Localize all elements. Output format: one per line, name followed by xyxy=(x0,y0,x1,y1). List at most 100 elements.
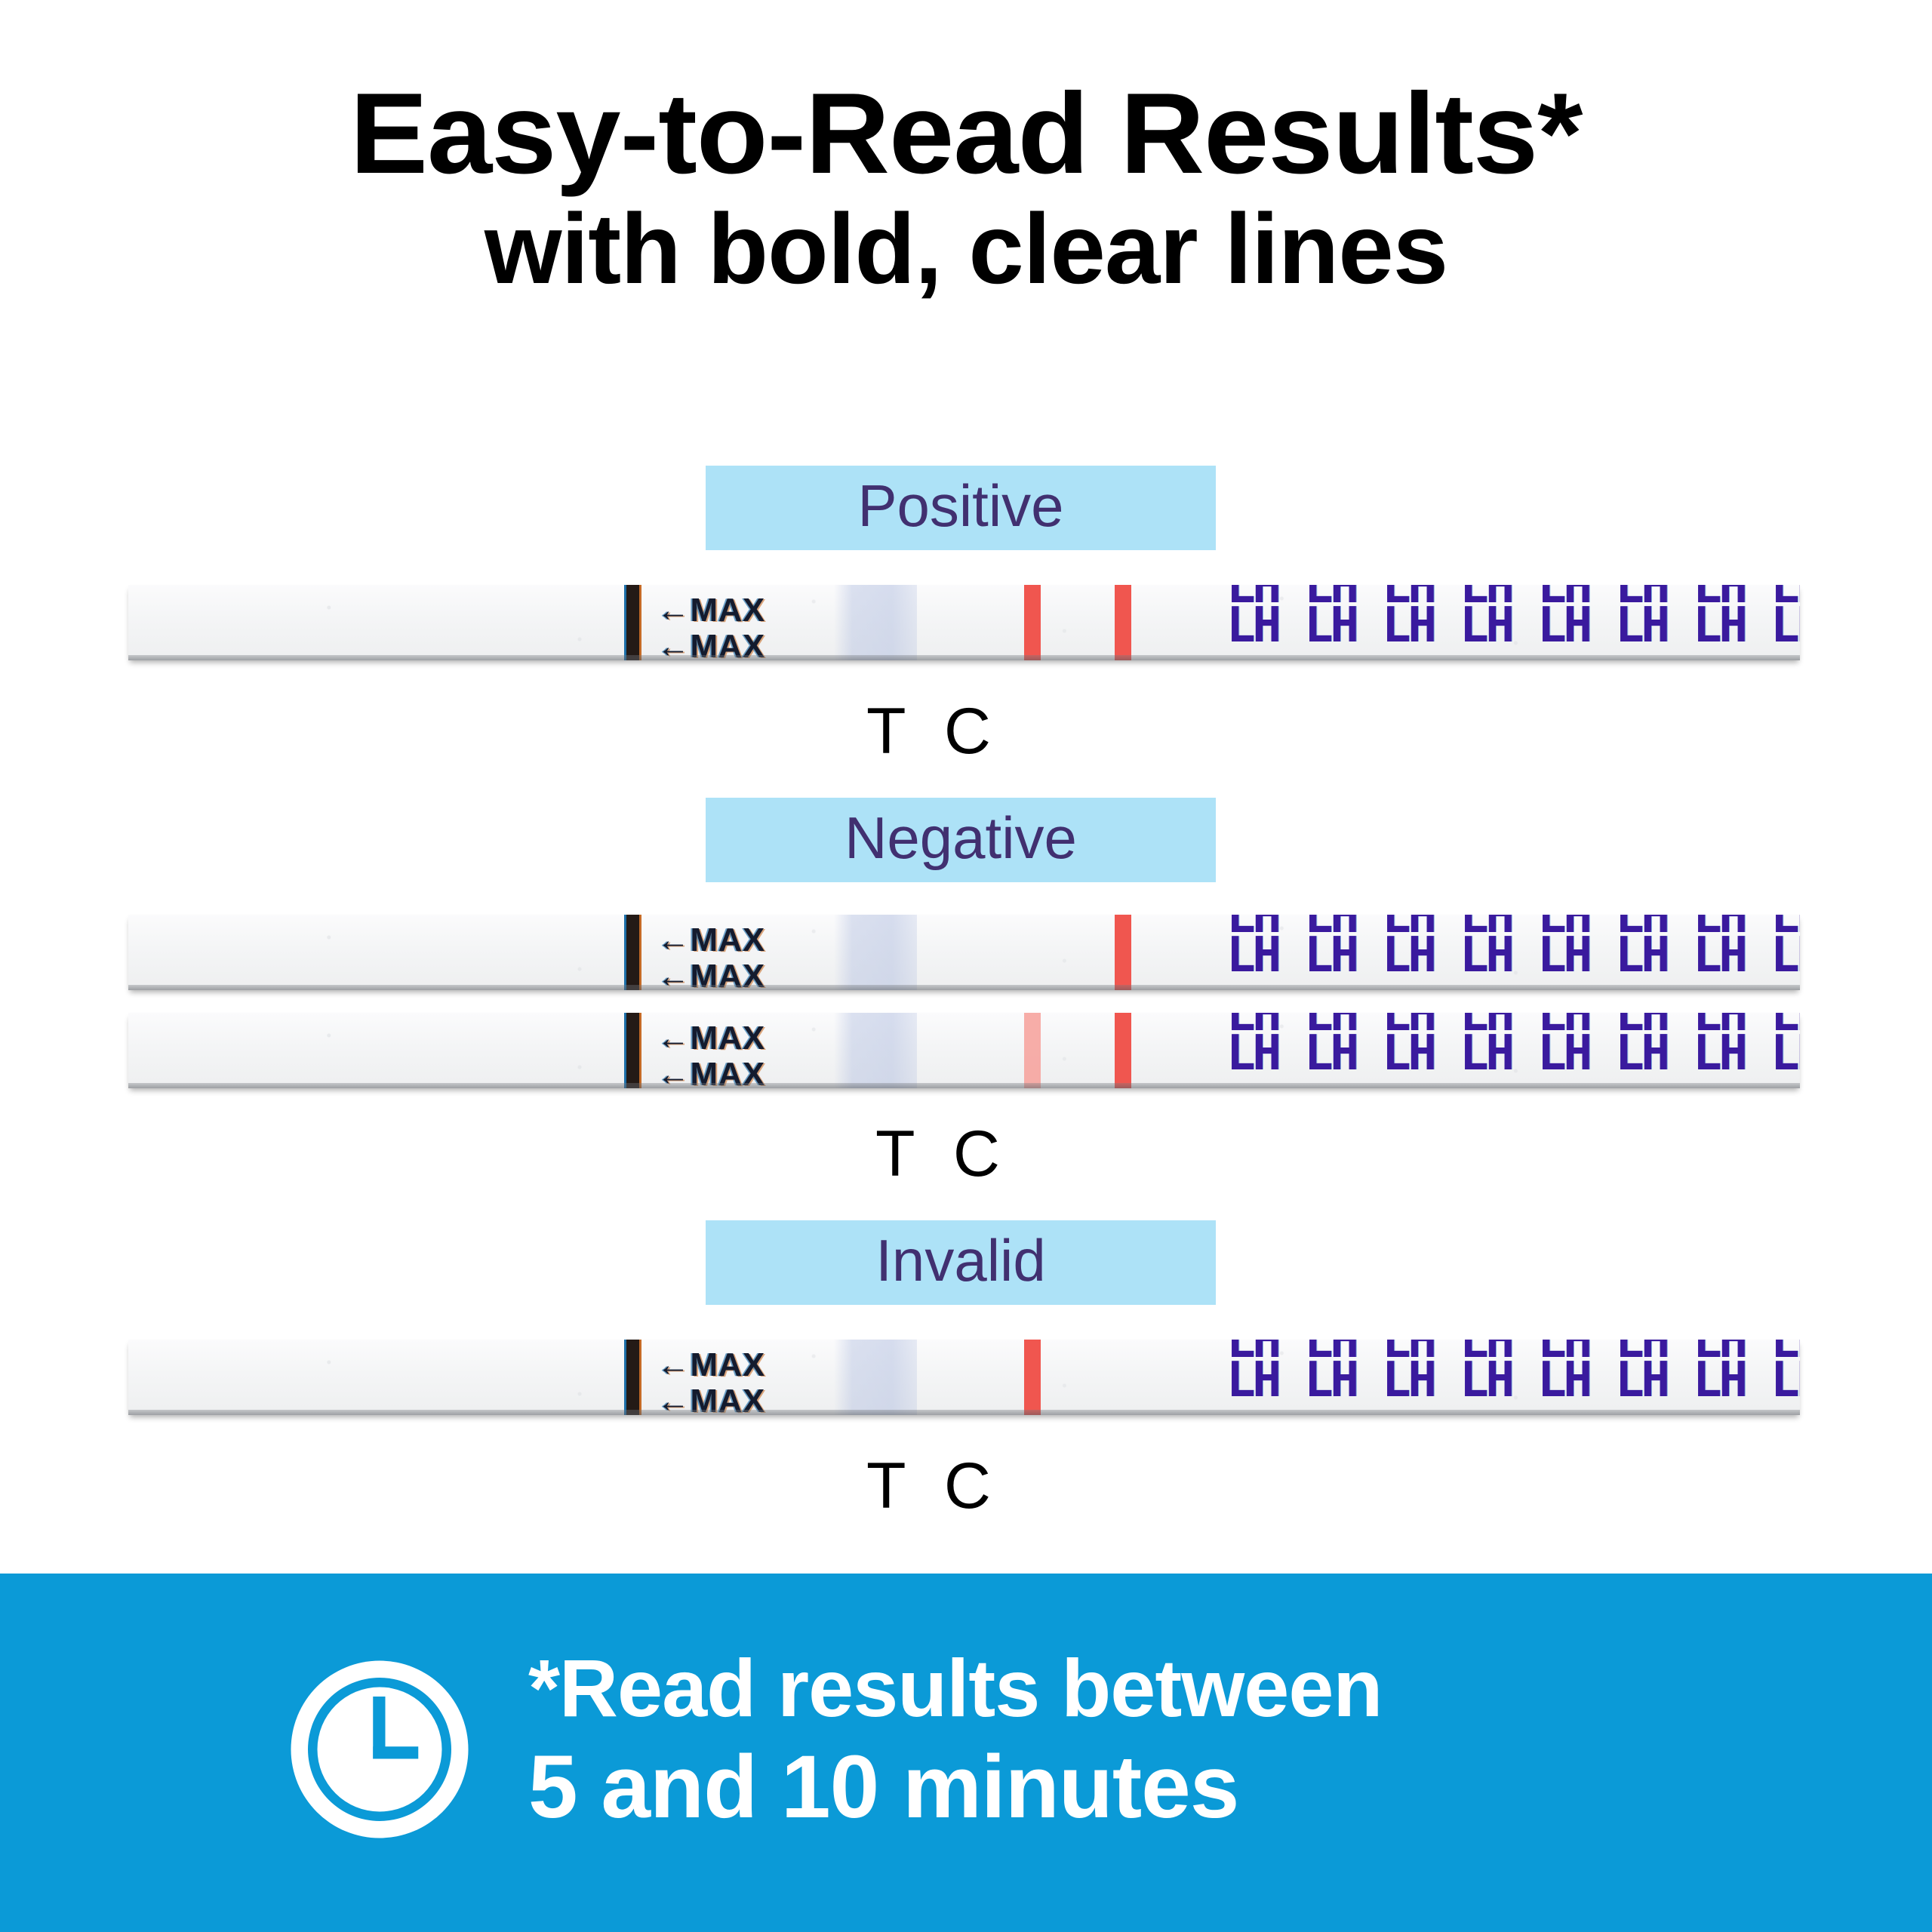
result-label-positive: Positive xyxy=(857,472,1064,539)
lh-print-text: LH xyxy=(1770,1026,1800,1081)
max-label-top: ←MAX xyxy=(657,1020,765,1057)
clock-icon xyxy=(291,1660,469,1838)
lh-print-text: LH xyxy=(1693,915,1748,944)
lh-print-zone: LHLHLHLHLHLHLHLHLHLHLHLHLHLHLHLHLHLHLHLH… xyxy=(1226,585,1800,660)
lh-print-text: LH xyxy=(1460,1352,1515,1408)
lh-print-text: LH xyxy=(1770,1352,1800,1408)
footnote-text: *Read results between 5 and 10 minutes xyxy=(528,1644,1383,1838)
lh-print-text: LH xyxy=(1382,1352,1437,1408)
max-bar xyxy=(626,1340,639,1415)
max-label-bottom: ←MAX xyxy=(657,1383,765,1416)
lh-print-text: LH xyxy=(1693,1013,1748,1042)
lh-print-text: LH xyxy=(1770,1013,1800,1042)
lh-print-text: LH xyxy=(1615,1340,1670,1369)
lh-print-zone: LHLHLHLHLHLHLHLHLHLHLHLHLHLHLHLHLHLHLHLH… xyxy=(1226,1340,1800,1415)
lh-print-text: LH xyxy=(1615,1013,1670,1042)
test-strip-negative-1: ←MAX ←MAX LHLHLHLHLHLHLHLHLHLHLHLHLHLHLH… xyxy=(128,915,1800,990)
lh-print-text: LH xyxy=(1770,915,1800,944)
lh-print-text: LH xyxy=(1770,1340,1800,1369)
lh-print-text: LH xyxy=(1537,1340,1592,1369)
lh-print-text: LH xyxy=(1693,928,1748,983)
lh-print-text: LH xyxy=(1693,1340,1748,1369)
lh-print-text: LH xyxy=(1382,915,1437,944)
control-line-c xyxy=(1115,585,1131,660)
lh-print-text: LH xyxy=(1537,928,1592,983)
lh-print-text: LH xyxy=(1615,1352,1670,1408)
test-line-t xyxy=(1024,1340,1041,1415)
lh-print-text: LH xyxy=(1382,598,1437,654)
strip-blotch xyxy=(834,585,917,660)
max-label-bottom: ←MAX xyxy=(657,628,765,661)
lh-print-text: LH xyxy=(1537,1026,1592,1081)
lh-print-text: LH xyxy=(1304,598,1359,654)
result-label-negative: Negative xyxy=(844,804,1077,871)
lh-print-text: LH xyxy=(1226,928,1281,983)
max-label-top: ←MAX xyxy=(657,921,765,958)
lh-print-text: LH xyxy=(1304,915,1359,944)
lh-print-text: LH xyxy=(1460,1013,1515,1042)
strip-blotch xyxy=(834,1340,917,1415)
lh-print-text: LH xyxy=(1770,598,1800,654)
test-line-t xyxy=(1024,585,1041,660)
lh-print-text: LH xyxy=(1460,585,1515,614)
lh-print-text: LH xyxy=(1537,1013,1592,1042)
control-line-c xyxy=(1115,1013,1131,1088)
lh-print-zone: LHLHLHLHLHLHLHLHLHLHLHLHLHLHLHLHLHLHLHLH… xyxy=(1226,1013,1800,1088)
lh-print-text: LH xyxy=(1226,598,1281,654)
lh-print-text: LH xyxy=(1460,928,1515,983)
page-title: Easy-to-Read Results* with bold, clear l… xyxy=(0,75,1932,300)
lh-print-text: LH xyxy=(1382,585,1437,614)
lh-print-text: LH xyxy=(1537,915,1592,944)
strip-blotch xyxy=(834,1013,917,1088)
test-strip-invalid-1: ←MAX ←MAX LHLHLHLHLHLHLHLHLHLHLHLHLHLHLH… xyxy=(128,1340,1800,1415)
test-strip-negative-2: ←MAX ←MAX LHLHLHLHLHLHLHLHLHLHLHLHLHLHLH… xyxy=(128,1013,1800,1088)
lh-print-text: LH xyxy=(1304,928,1359,983)
lh-print-text: LH xyxy=(1382,928,1437,983)
lh-print-text: LH xyxy=(1382,1026,1437,1081)
lh-print-text: LH xyxy=(1615,585,1670,614)
lh-print-text: LH xyxy=(1226,1026,1281,1081)
footnote-line-2: 5 and 10 minutes xyxy=(528,1737,1239,1838)
tc-caption-invalid: T C xyxy=(866,1450,1001,1522)
lh-print-text: LH xyxy=(1226,1340,1281,1369)
max-label-top: ←MAX xyxy=(657,592,765,629)
max-bar xyxy=(626,585,639,660)
lh-print-text: LH xyxy=(1693,598,1748,654)
lh-print-text: LH xyxy=(1382,1013,1437,1042)
max-bar xyxy=(626,1013,639,1088)
lh-print-text: LH xyxy=(1382,1340,1437,1369)
lh-print-text: LH xyxy=(1537,585,1592,614)
test-line-t-faint xyxy=(1024,1013,1041,1088)
lh-print-text: LH xyxy=(1615,915,1670,944)
result-label-box-negative: Negative xyxy=(706,798,1216,882)
lh-print-text: LH xyxy=(1304,1352,1359,1408)
lh-print-text: LH xyxy=(1304,585,1359,614)
lh-print-text: LH xyxy=(1770,928,1800,983)
lh-print-text: LH xyxy=(1304,1026,1359,1081)
lh-print-text: LH xyxy=(1615,928,1670,983)
lh-print-text: LH xyxy=(1615,598,1670,654)
